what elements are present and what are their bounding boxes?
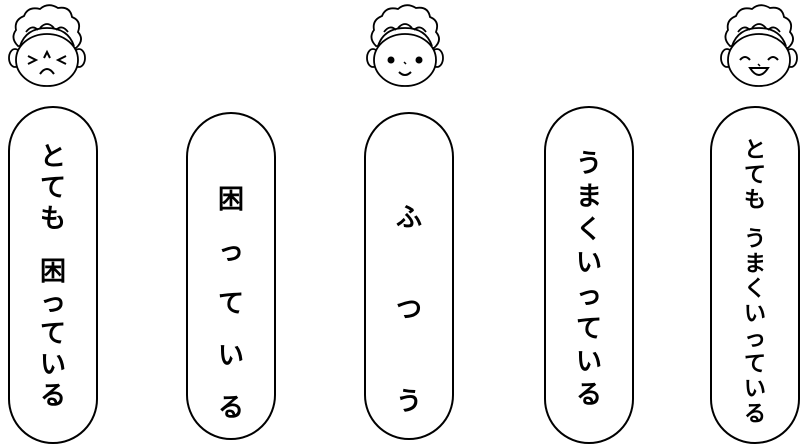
scale-label-very-well-text: とてもうまくいっている [712, 108, 798, 442]
label-char: い [575, 347, 602, 377]
label-char: 困 [217, 185, 244, 215]
label-char: と [39, 142, 66, 172]
label-char: い [743, 377, 766, 402]
label-char: い [743, 302, 766, 327]
label-char: て [217, 289, 244, 319]
scale-label-very-troubled: とても困っている [8, 106, 98, 444]
label-char: う [575, 149, 602, 179]
scale-label-going-well: うまくいっている [544, 106, 634, 444]
label-char: も [743, 188, 766, 213]
label-char: く [743, 277, 766, 302]
label-char: 困 [39, 257, 66, 287]
scale-label-troubled: 困っている [186, 112, 276, 440]
label-char: う [395, 387, 422, 417]
label-char: っ [217, 237, 244, 267]
scale-label-neutral-text: ふつう [366, 114, 452, 438]
scale-label-troubled-text: 困っている [188, 114, 274, 438]
label-char: る [575, 380, 602, 410]
label-char: て [39, 319, 66, 349]
scale-label-very-well: とてもうまくいっている [710, 106, 800, 444]
scale-label-going-well-text: うまくいっている [546, 108, 632, 442]
label-char: い [217, 341, 244, 371]
label-char: る [743, 402, 766, 427]
happy-face-icon [720, 4, 798, 87]
label-char: と [743, 138, 766, 163]
label-char: っ [39, 288, 66, 318]
label-char: ふ [395, 203, 422, 233]
label-char: い [39, 350, 66, 380]
label-char: て [743, 352, 766, 377]
label-char: る [217, 393, 244, 423]
label-char: つ [395, 295, 422, 325]
label-char: て [743, 163, 766, 188]
label-char: る [39, 381, 66, 411]
label-char: い [575, 248, 602, 278]
neutral-face-icon [366, 4, 444, 87]
label-char: ま [575, 182, 602, 212]
label-char: ま [743, 252, 766, 277]
label-char: て [575, 314, 602, 344]
label-char: う [743, 227, 766, 252]
label-char: っ [575, 281, 602, 311]
crying-face-icon [8, 4, 86, 87]
label-char: っ [743, 327, 766, 352]
label-char: て [39, 173, 66, 203]
label-char: く [575, 215, 602, 245]
label-char: も [39, 204, 66, 234]
scale-label-very-troubled-text: とても困っている [10, 108, 96, 442]
scale-label-neutral: ふつう [364, 112, 454, 440]
